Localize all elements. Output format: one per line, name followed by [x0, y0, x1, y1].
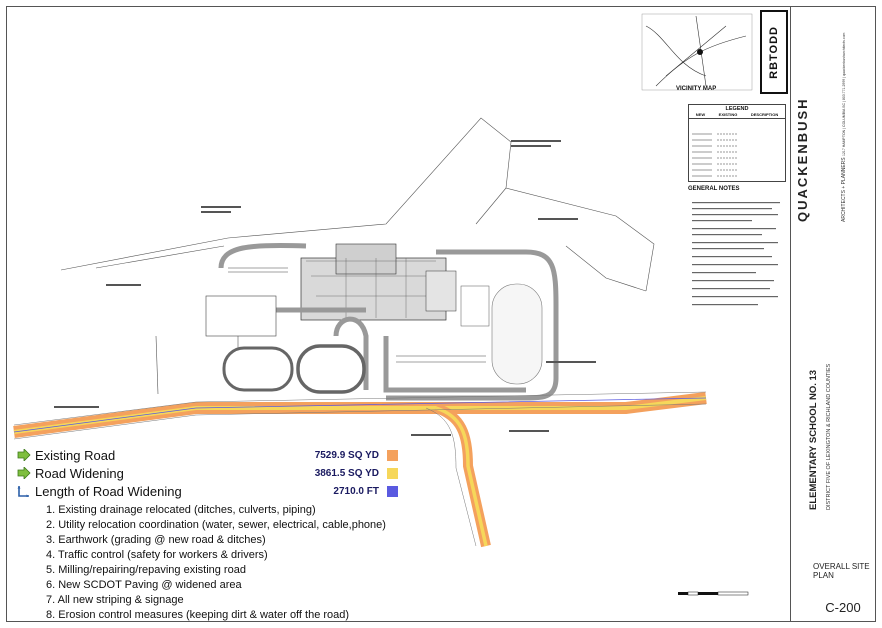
general-notes-lines — [692, 202, 780, 306]
legend-symbols — [692, 133, 737, 177]
vicinity-map-label: VICINITY MAP — [676, 86, 717, 92]
vicinity-map — [641, 13, 753, 91]
work-scope-list: 1. Existing drainage relocated (ditches,… — [46, 503, 386, 623]
legend-header: NEW EXISTING DESCRIPTION — [689, 112, 785, 119]
work-item: 8. Erosion control measures (keeping dir… — [46, 609, 350, 621]
swatch-existing-road — [387, 450, 398, 461]
work-item: 5. Milling/repairing/repaving existing r… — [46, 564, 246, 576]
legend-title: LEGEND — [725, 106, 749, 112]
work-item: 7. All new striping & signage — [46, 594, 184, 606]
key-value-length-widening: 2710.0 FT — [333, 486, 379, 497]
firm-tagline: ARCHITECTS + PLANNERS 1217 HAMPTON | COL… — [841, 8, 855, 222]
key-label-existing-road: Existing Road — [35, 447, 116, 463]
key-row-existing-road: Existing Road — [17, 447, 115, 463]
swatch-length-widening — [387, 486, 398, 497]
key-value-road-widening: 3861.5 SQ YD — [314, 468, 379, 479]
school-building — [300, 243, 457, 321]
structure-east — [460, 285, 490, 327]
legend-col-new: NEW — [695, 112, 706, 117]
sheet-title: OVERALL SITE PLAN — [813, 562, 870, 580]
firm-address: 1217 HAMPTON | COLUMBIA SC | 803.771.299… — [842, 32, 846, 156]
work-item: 4. Traffic control (safety for workers &… — [46, 549, 268, 561]
consultant-logo-text: RBTODD — [768, 25, 780, 79]
project-name: ELEMENTARY SCHOOL NO. 13 — [808, 369, 819, 510]
key-row-road-widening: Road Widening — [17, 465, 124, 481]
sheet-number: C-200 — [825, 600, 861, 615]
pond-area — [491, 283, 543, 385]
project-district: DISTRICT FIVE OF LEXINGTON & RICHLAND CO… — [826, 363, 832, 510]
firm-name: QUACKENBUSH — [795, 97, 810, 222]
general-notes-title: GENERAL NOTES — [688, 186, 740, 192]
title-block — [790, 6, 876, 622]
road-edges — [13, 391, 707, 547]
consultant-logo: RBTODD — [760, 10, 788, 94]
site-plan-drawing — [13, 13, 780, 596]
sheet-border — [6, 6, 876, 622]
parking-striping — [228, 267, 513, 364]
legend-col-description: DESCRIPTION — [750, 112, 779, 117]
firm-tagline-text: ARCHITECTS + PLANNERS — [841, 157, 847, 222]
key-label-length-widening: Length of Road Widening — [35, 483, 182, 499]
key-row-length-widening: Length of Road Widening — [17, 483, 182, 499]
legend: LEGEND NEW EXISTING DESCRIPTION — [688, 104, 786, 182]
road-key: Existing Road 7529.9 SQ YD Road Widening… — [17, 445, 405, 501]
key-value-existing-road: 7529.9 SQ YD — [314, 450, 379, 461]
work-item: 6. New SCDOT Paving @ widened area — [46, 579, 242, 591]
key-label-road-widening: Road Widening — [35, 465, 124, 481]
plan-annotation-marks — [54, 140, 596, 436]
work-item: 1. Existing drainage relocated (ditches,… — [46, 504, 316, 516]
work-item: 2. Utility relocation coordination (wate… — [46, 519, 386, 531]
arrow-right-icon — [17, 449, 31, 461]
sports-field — [205, 295, 277, 337]
expand-icon — [17, 486, 29, 497]
work-item: 3. Earthwork (grading @ new road & ditch… — [46, 534, 266, 546]
legend-col-existing: EXISTING — [718, 112, 738, 117]
graphic-scale — [678, 591, 749, 596]
arrow-right-icon — [17, 467, 31, 479]
track-left — [222, 346, 294, 392]
track-center — [296, 344, 366, 394]
swatch-road-widening — [387, 468, 398, 479]
